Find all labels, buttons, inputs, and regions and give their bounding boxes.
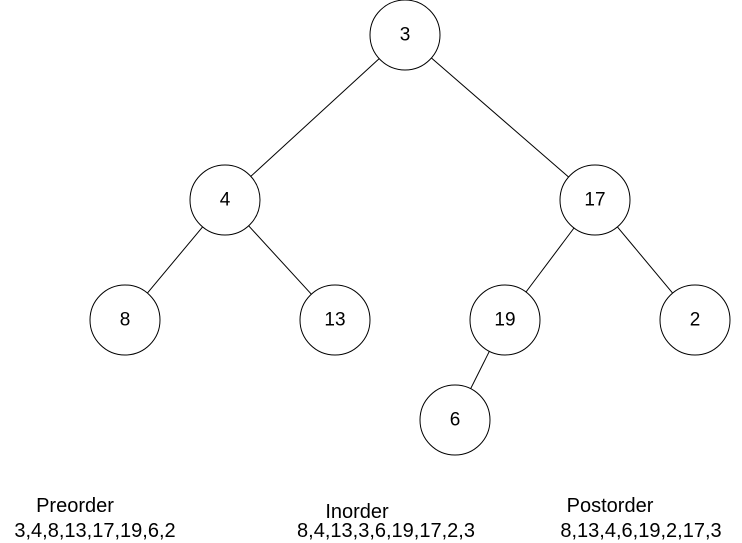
tree-node-label: 17 [584,190,605,211]
tree-node-circle [559,164,631,236]
preorder-sequence: 3,4,8,13,17,19,6,2 [14,520,175,542]
tree-node-label: 3 [400,25,411,46]
tree-node-2: 2 [659,284,731,356]
tree-node-circle [659,284,731,356]
tree-node-13: 13 [299,284,371,356]
tree-node-label: 6 [450,410,461,431]
tree-node-circle [189,164,261,236]
inorder-title: Inorder [325,501,389,523]
tree-node-8: 8 [89,284,161,356]
tree-node-label: 19 [494,310,515,331]
tree-node-circle [419,384,491,456]
tree-node-3: 3 [369,0,441,71]
tree-node-17: 17 [559,164,631,236]
postorder-sequence: 8,13,4,6,19,2,17,3 [560,520,721,542]
tree-node-label: 13 [324,310,345,331]
tree-nodes: 3 4 17 8 13 19 2 6 [89,0,731,456]
tree-edge-n3-n4 [250,58,380,177]
tree-edge-n3-n17 [431,57,569,178]
tree-node-6: 6 [419,384,491,456]
tree-node-19: 19 [469,284,541,356]
preorder-title: Preorder [36,495,114,517]
tree-edge-n19-n6 [470,351,490,389]
tree-node-circle [369,0,441,71]
tree-node-4: 4 [189,164,261,236]
tree-node-label: 8 [120,310,131,331]
tree-node-circle [299,284,371,356]
tree-node-label: 4 [220,190,231,211]
tree-node-label: 2 [690,310,701,331]
traversal-preorder: Preorder 3,4,8,13,17,19,6,2 [14,495,175,542]
traversal-postorder: Postorder 8,13,4,6,19,2,17,3 [560,495,721,542]
traversal-inorder: Inorder 8,4,13,3,6,19,17,2,3 [297,501,475,542]
tree-edge-n4-n8 [147,226,203,294]
postorder-title: Postorder [567,495,654,517]
tree-edge-n4-n13 [248,225,312,295]
tree-node-circle [469,284,541,356]
tree-node-circle [89,284,161,356]
tree-edges [147,57,673,389]
inorder-sequence: 8,4,13,3,6,19,17,2,3 [297,520,475,542]
tree-edge-n17-n19 [525,227,575,293]
tree-edge-n17-n2 [617,226,673,294]
